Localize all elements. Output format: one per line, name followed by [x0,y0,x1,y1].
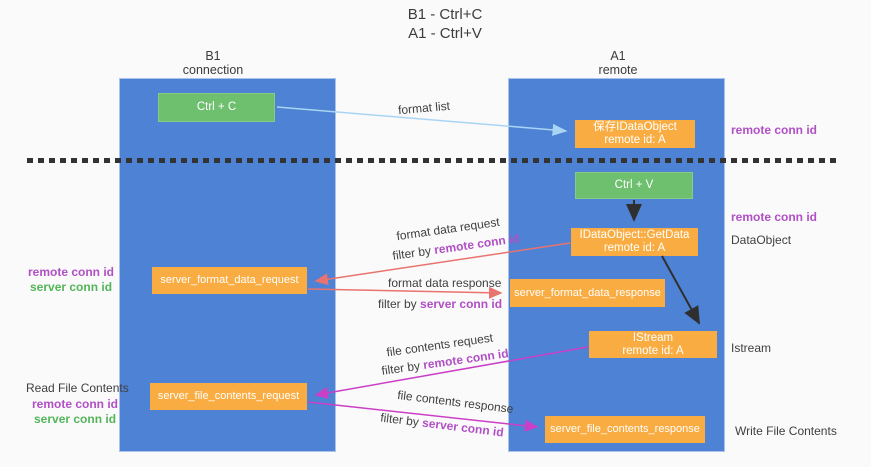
lane-b1-subtitle: connection [182,63,244,77]
edge-label-filter-server-1: filter by server conn id [378,297,502,311]
filter-by-text: filter by [391,243,432,263]
side-label-server-conn-id-left2: server conn id [34,412,117,426]
filter-by-text: filter by [378,297,417,311]
node-istream: IStream remote id: A [589,331,717,358]
filter-by-text: filter by [380,358,421,378]
side-label-remote-conn-id-left1: remote conn id [28,265,115,279]
side-label-dataobject: DataObject [731,233,792,247]
node-server-file-contents-response: server_file_contents_response [545,416,705,443]
phase-separator-dashed-line [27,158,839,163]
ctrl-v-label: Ctrl + V [614,179,654,191]
lane-header-b1: B1 connection [143,49,283,77]
ctrl-c-label: Ctrl + C [196,101,237,113]
file-request-label: server_file_contents_request [157,390,300,402]
node-saved-idataobject: 保存IDataObject remote id: A [575,120,695,148]
file-response-label: server_file_contents_response [550,423,700,435]
filter-by-text: filter by [379,410,420,430]
side-label-read-file-contents: Read File Contents [26,381,129,395]
node-server-format-data-request: server_format_data_request [152,267,307,294]
getdata-line2: remote id: A [603,242,666,254]
saved-idataobject-line2: remote id: A [604,134,666,146]
node-server-format-data-response: server_format_data_response [510,279,665,307]
side-label-istream: Istream [731,341,772,355]
format-request-label: server_format_data_request [160,274,299,286]
getdata-line1: IDataObject::GetData [579,229,690,241]
istream-line2: remote id: A [622,344,684,357]
node-ctrl-c: Ctrl + C [158,93,275,122]
side-label-server-conn-id-left1: server conn id [30,280,113,294]
edge-label-format-data-response: format data response [388,276,502,290]
lane-a1-title: A1 [610,49,626,63]
format-response-label: server_format_data_response [514,286,661,299]
edge-label-file-contents-response: file contents response [396,387,515,417]
title-line-2: A1 - Ctrl+V [408,25,482,42]
lane-header-a1: A1 remote [548,49,688,77]
side-label-write-file-contents: Write File Contents [735,424,837,438]
istream-line1: IStream [632,331,674,344]
side-label-remote-conn-id-left2: remote conn id [32,397,119,411]
edge-label-filter-server-2: filter by server conn id [380,410,505,439]
server-conn-id-text: server conn id [421,415,505,440]
side-label-remote-conn-id-top: remote conn id [731,123,818,137]
lane-b1-title: B1 [205,49,221,63]
node-server-file-contents-request: server_file_contents_request [150,383,307,410]
node-ctrl-v: Ctrl + V [575,172,693,199]
server-conn-id-text: server conn id [420,297,503,311]
saved-idataobject-line1: 保存IDataObject [593,121,677,133]
node-idataobject-getdata: IDataObject::GetData remote id: A [571,228,698,256]
side-label-remote-conn-id-mid: remote conn id [731,210,818,224]
title-line-1: B1 - Ctrl+C [407,6,483,23]
lane-a1-subtitle: remote [598,63,638,77]
diagram-title: B1 - Ctrl+C A1 - Ctrl+V [335,5,555,43]
edge-label-format-list: format list [397,98,451,118]
